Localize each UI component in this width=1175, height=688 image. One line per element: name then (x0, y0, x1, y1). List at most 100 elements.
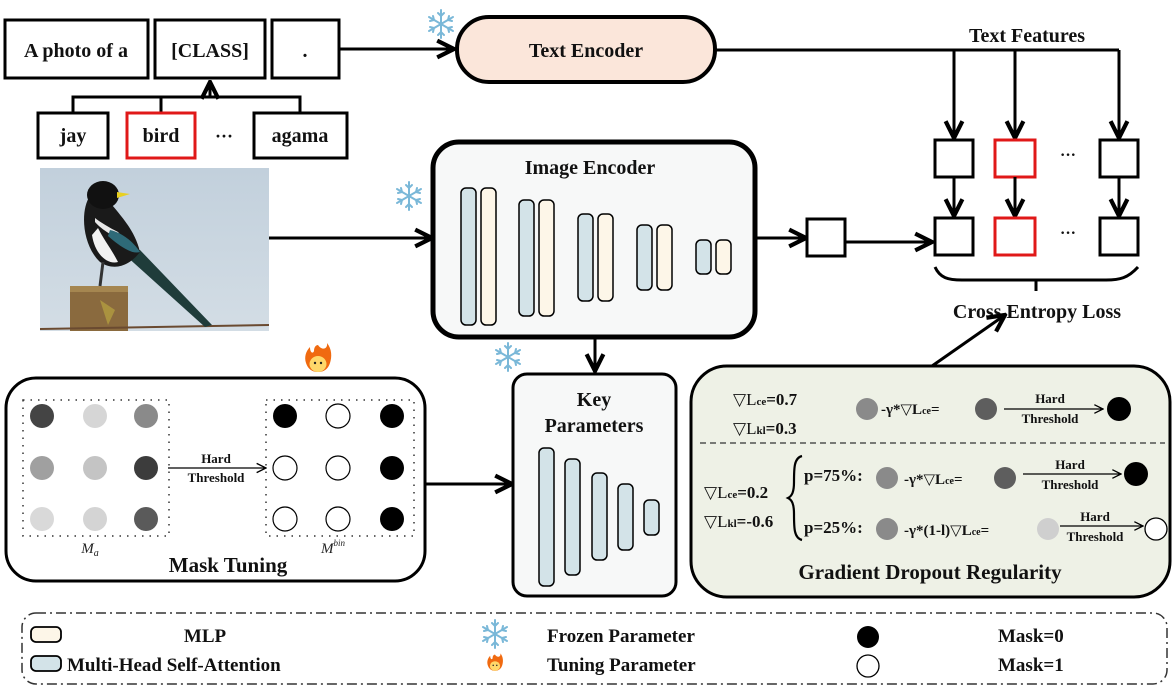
soft-mask-cell (30, 507, 54, 531)
case1-lkl-value: =0.3 (766, 419, 797, 438)
legend-mhsa-label: Multi-Head Self-Attention (67, 655, 281, 676)
case2-branch1-updated-dot (994, 467, 1016, 489)
image-post-top (70, 286, 128, 292)
case2-branch1-result-dot (1124, 462, 1148, 486)
snowflake-icon (428, 9, 454, 39)
case2-branch1-formula-main: -γ*▽L (904, 472, 945, 488)
case2-branch1-input-dot (876, 467, 898, 489)
legend-frozen-label: Frozen Parameter (547, 626, 695, 647)
case2-lkl-sub: kl (727, 518, 736, 530)
legend-tuning-label: Tuning Parameter (547, 655, 696, 676)
legend-mhsa-swatch (30, 655, 62, 672)
image-encoder-layers (460, 187, 732, 326)
case1-formula: -γ*▽Lce= (881, 402, 940, 418)
logit-square-3 (1098, 216, 1140, 257)
class-box-agama (252, 111, 349, 160)
mask-tuning-box (4, 376, 427, 583)
soft-mask-symbol: M (80, 541, 95, 557)
mlp-layer-1 (480, 187, 497, 326)
case1-formula-main: -γ*▽L (881, 402, 922, 418)
legend-mlp-label: MLP (184, 626, 227, 647)
class-ellipsis: ··· (215, 126, 233, 146)
mlp-layer-2 (538, 199, 555, 317)
case1-input-mask-dot (856, 398, 878, 420)
case1-lce-sub: ce (756, 396, 766, 408)
image-bird-belly (92, 228, 118, 263)
class-label-bird: bird (143, 125, 180, 147)
case1-threshold-line1: Hard (1035, 391, 1065, 406)
binary-mask-cell-0 (380, 456, 404, 480)
snowflake-icon (495, 342, 521, 372)
prompt-token-2: . (303, 40, 308, 62)
mask-threshold-label-line1: Hard (201, 451, 231, 466)
mhsa-layer-3 (577, 213, 594, 302)
binary-mask-cell-1 (272, 506, 298, 532)
prompt-token-box-1 (153, 18, 267, 80)
gradient-case-2: ▽Lce=0.2 ▽Lkl=-0.6 p=75%: -γ*▽Lce= Hard … (704, 454, 1168, 544)
case2-lce-value: =0.2 (737, 483, 768, 502)
input-image (39, 168, 270, 331)
legend-mask0-label: Mask=0 (998, 626, 1064, 647)
key-parameter-layer-3 (591, 472, 608, 561)
soft-mask-cell (30, 404, 54, 428)
case2-branch2-updated-dot (1037, 518, 1059, 540)
prompt-template: A photo of a [CLASS] . (3, 18, 341, 80)
gradient-to-loss-arrow (931, 315, 1005, 368)
case1-updated-mask-dot (975, 398, 997, 420)
mhsa-layer-4 (636, 224, 653, 291)
class-connector (71, 95, 302, 113)
binary-mask-cell-0 (380, 404, 404, 428)
image-bird-tail (125, 250, 212, 327)
mhsa-layer-5 (695, 239, 712, 275)
case1-lce-symbol: ▽L (733, 390, 756, 409)
text-features-bus: Text Features (715, 25, 1119, 138)
case2-lkl: ▽Lkl=-0.6 (704, 512, 773, 531)
binary-mask-cell-0 (273, 404, 297, 428)
case2-branch2-input-dot (876, 518, 898, 540)
soft-mask-matrix (30, 404, 158, 531)
gradient-case-1: ▽Lce=0.7 ▽Lkl=0.3 -γ*▽Lce= Hard Threshol… (733, 390, 1131, 438)
soft-mask-subscript: a (94, 548, 99, 559)
legend-mask0-dot (857, 626, 879, 648)
text-feature-square-3 (1098, 138, 1140, 179)
binary-mask-cell-1 (325, 403, 351, 429)
text-encoder-label: Text Encoder (529, 40, 643, 62)
case2-lce-symbol: ▽L (704, 483, 727, 502)
case1-lkl-sub: kl (756, 425, 765, 437)
case2-branch1-prob: p=75%: (804, 466, 863, 485)
case2-branch2-prob: p=25%: (804, 518, 863, 537)
binary-mask-matrix (272, 403, 404, 532)
gradient-dropout-title: Gradient Dropout Regularity (798, 560, 1062, 584)
case1-lkl-symbol: ▽L (733, 419, 756, 438)
mlp-layer-3 (597, 213, 614, 302)
binary-mask-cell-0 (380, 507, 404, 531)
image-feature-square (805, 217, 847, 258)
loss-brace (933, 265, 1140, 282)
case2-branch2-formula: -γ*(1-l)▽Lce= (904, 523, 989, 539)
case2-branch2-formula-eq: = (981, 523, 990, 539)
case2-branch2-result-dot (1144, 517, 1168, 541)
case2-lce: ▽Lce=0.2 (704, 483, 768, 502)
binary-mask-cell-1 (325, 455, 351, 481)
image-wire (39, 324, 270, 330)
binary-mask-superscript: bin (333, 538, 345, 548)
image-post-moss (100, 300, 115, 325)
case2-branch1-threshold-line2: Threshold (1042, 477, 1100, 492)
key-parameter-layer-1 (538, 447, 555, 587)
mlp-layer-4 (656, 224, 673, 291)
case2-branch2-formula-sub: ce (972, 527, 981, 538)
logit-square-1 (933, 216, 975, 257)
key-parameters-label-line2: Parameters (545, 415, 644, 437)
case2-brace (785, 454, 803, 542)
binary-mask-label: Mbin (320, 538, 346, 557)
case2-lce-sub: ce (727, 489, 737, 501)
key-parameter-layer-4 (617, 483, 634, 551)
class-candidates: jay bird ··· agama (36, 82, 349, 160)
class-box-bird-selected (125, 111, 197, 160)
class-label-agama: agama (272, 125, 329, 147)
case1-formula-eq: = (931, 402, 940, 418)
text-feature-square-1 (933, 138, 975, 179)
flame-icon (305, 343, 332, 372)
image-bird-wing (108, 230, 140, 253)
legend-box (21, 612, 1168, 685)
